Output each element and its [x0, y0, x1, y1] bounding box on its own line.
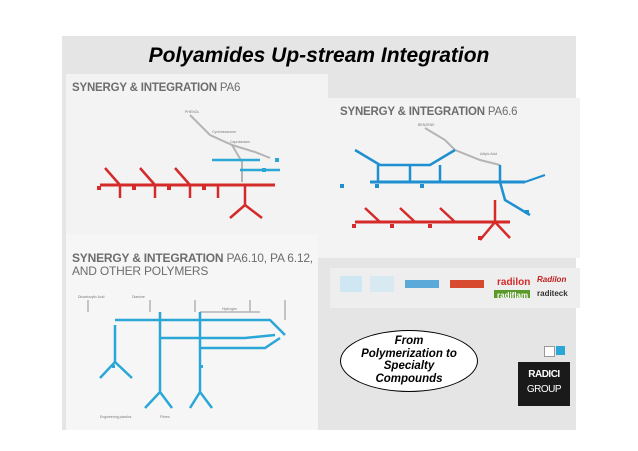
callout-line-2: Polymerization to: [361, 347, 457, 360]
brand-logos: [340, 276, 530, 298]
deco-square-teal: [556, 346, 565, 355]
label-diamine: Diamine: [132, 295, 145, 299]
brand-radiflam: radiflam: [497, 291, 529, 300]
label-benzene: BENZENE: [418, 123, 435, 127]
panel-pa6-title: SYNERGY & INTEGRATION PA6: [72, 82, 241, 94]
label-dicarboxylic: Dicarboxylic Acid: [78, 295, 105, 299]
panel-pa610: SYNERGY & INTEGRATION PA6.10, PA 6.12,AN…: [66, 234, 318, 430]
panel-pa610-title: SYNERGY & INTEGRATION PA6.10, PA 6.12,AN…: [72, 251, 313, 278]
label-eng-plastics: Engineering plastics: [100, 415, 132, 419]
callout-line-3: Specialty: [383, 360, 435, 372]
brand-raditeck: raditeck: [537, 289, 568, 298]
logo-text-bottom: GROUP: [526, 384, 562, 395]
slide-title: Polyamides Up-stream Integration: [148, 44, 490, 67]
callout-text: From Polymerization to Specialty Compoun…: [340, 335, 478, 385]
logo-text-top: RADICI: [528, 369, 560, 380]
label-hydrogen: Hydrogen: [222, 307, 237, 311]
deco-square-white: [544, 346, 555, 357]
pa66-diagram: BENZENE Adipic Acid: [340, 123, 546, 241]
label-cyclohexanone: Cyclohexanone: [212, 130, 236, 134]
panel-pa6: SYNERGY & INTEGRATION PA6: [66, 74, 328, 254]
panel-pa66-title: SYNERGY & INTEGRATION PA6.6: [340, 106, 518, 118]
callout-line-1: From: [394, 335, 424, 347]
label-adipic: Adipic Acid: [480, 152, 497, 156]
pa6-diagram: PHENOL Cyclohexanone Caprolactam: [97, 110, 280, 219]
callout-line-4: Compounds: [375, 372, 443, 385]
brand-radilon: radilon: [497, 277, 531, 288]
brand-radilon-alt: Radilon: [537, 275, 567, 284]
label-caprolactam: Caprolactam: [230, 140, 250, 144]
radici-group-logo: RADICI GROUP: [518, 362, 570, 406]
label-fibres: Fibres: [160, 415, 170, 419]
callout-ellipse: [340, 330, 478, 392]
label-phenol: PHENOL: [185, 110, 199, 114]
pa610-diagram: Dicarboxylic Acid Diamine Hydrogen Engin…: [78, 295, 286, 419]
